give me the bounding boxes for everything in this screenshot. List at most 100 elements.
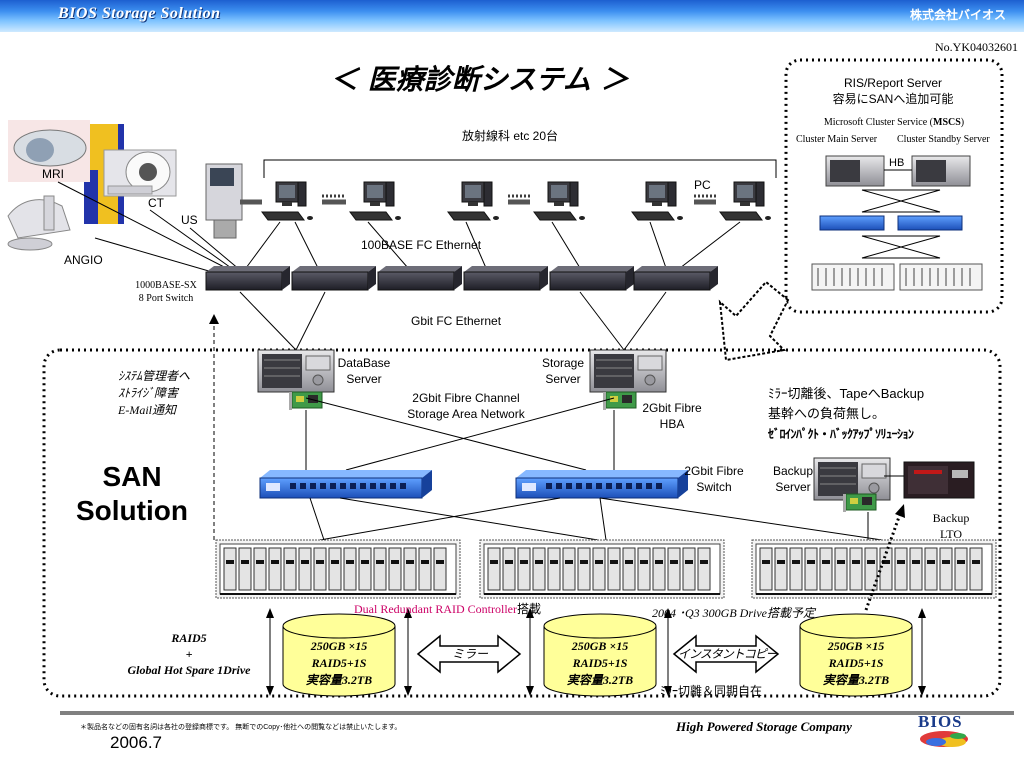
pc-label: PC bbox=[694, 178, 711, 192]
pc-group-bracket bbox=[263, 159, 777, 178]
raid-controller-suffix: 搭載 bbox=[516, 602, 541, 616]
storage-unit-2-line3: 実容量3.2TB bbox=[566, 673, 634, 687]
db-server-line2: Server bbox=[346, 372, 382, 386]
raid-controller-label: Dual Redundant RAID Controller搭載 bbox=[354, 600, 541, 617]
backup-lto-line2: LTO bbox=[939, 527, 962, 541]
raid-racks bbox=[215, 539, 997, 599]
ris-server-label: RIS/Report Server 容易にSANへ追加可能 bbox=[796, 75, 990, 107]
footer-year: 2006.7 bbox=[110, 733, 162, 752]
heartbeat-label: HB bbox=[889, 157, 905, 169]
hba-line2: HBA bbox=[659, 417, 685, 431]
admin-line2: ｽﾄﾗｲｼﾞ障害 bbox=[118, 386, 179, 400]
switch-spec-line1: 1000BASE-SX bbox=[135, 280, 197, 291]
mirror-double-arrow bbox=[416, 634, 522, 674]
ris-cluster-graphics bbox=[811, 155, 983, 291]
backup-dashed-arrow bbox=[864, 504, 905, 611]
mirror-sync-label: ﾐﾗｰ切離＆同期自在 bbox=[660, 684, 763, 698]
raid5-line1: RAID5 bbox=[171, 631, 207, 645]
storage-server-line2: Server bbox=[545, 372, 581, 386]
hba-label: 2Gbit Fibre HBA bbox=[632, 400, 712, 432]
document-number: No.YK04032601 bbox=[935, 40, 1018, 54]
san-title-line2: Solution bbox=[76, 495, 188, 526]
pc-group-label: 放射線科 etc 20台 bbox=[462, 129, 559, 143]
mirror-backup-note: ﾐﾗｰ切離後、TapeへBackup 基幹への負荷無し。 ｾﾞﾛｲﾝﾊﾟｸﾄ・ﾊ… bbox=[768, 384, 924, 444]
backup-server-line2: Server bbox=[775, 480, 811, 494]
bios-logo: BIOS bbox=[918, 712, 963, 731]
ct-label: CT bbox=[148, 196, 164, 210]
mirror-note-line2: 基幹への負荷無し。 bbox=[768, 406, 886, 421]
storage-unit-3-line1: 250GB ×15 bbox=[827, 639, 885, 653]
storage-server-line1: Storage bbox=[541, 356, 585, 370]
page-title: ＜ 医療診断システム ＞ bbox=[330, 63, 629, 96]
database-server-label: DataBase Server bbox=[330, 355, 398, 387]
storage-unit-3-label: 250GB ×15 RAID5+1S 実容量3.2TB bbox=[801, 638, 911, 689]
angio-label: ANGIO bbox=[64, 253, 103, 267]
cluster-standby-label: Cluster Standby Server bbox=[897, 134, 990, 145]
storage-unit-2-label: 250GB ×15 RAID5+1S 実容量3.2TB bbox=[545, 638, 655, 689]
mri-label: MRI bbox=[42, 167, 64, 181]
footer-trademark-note: ＊製品名などの固有名詞は各社の登録商標です。 無断でのCopy･他社への閲覧など… bbox=[80, 724, 402, 731]
db-server-line1: DataBase bbox=[337, 356, 391, 370]
storage-unit-3-line3: 実容量3.2TB bbox=[822, 673, 890, 687]
header-bar bbox=[0, 0, 1024, 32]
backup-server-graphic bbox=[813, 457, 891, 513]
raid5-label: RAID5 + Global Hot Spare 1Drive bbox=[104, 630, 274, 678]
fc-switch-line2: Switch bbox=[696, 480, 732, 494]
mscs-suffix: ) bbox=[960, 117, 965, 128]
mscs-label: Microsoft Cluster Service (MSCS) bbox=[794, 117, 994, 128]
fc-switch-line1: 2Gbit Fibre bbox=[684, 464, 744, 478]
san-solution-title: SAN Solution bbox=[70, 460, 194, 528]
san-title-line1: SAN bbox=[102, 461, 162, 492]
fc-switch-label: 2Gbit Fibre Switch bbox=[674, 463, 754, 495]
database-server-graphic bbox=[257, 349, 335, 411]
mirror-note-line1: ﾐﾗｰ切離後、TapeへBackup bbox=[768, 386, 925, 401]
header-company: 株式会社バイオス bbox=[909, 8, 1006, 22]
san-box-border bbox=[42, 348, 1002, 698]
backup-lto-line1: Backup bbox=[932, 511, 970, 525]
admin-line3: E-Mail通知 bbox=[118, 403, 176, 417]
ethernet-switches bbox=[205, 265, 719, 291]
mscs-bold: MSCS bbox=[933, 117, 961, 128]
switch-spec-line2: 8 Port Switch bbox=[138, 293, 194, 304]
backup-server-line1: Backup bbox=[772, 464, 814, 478]
storage-unit-2-line1: 250GB ×15 bbox=[571, 639, 629, 653]
admin-notify-arrow bbox=[209, 314, 219, 540]
mirror-arrow-label: ミラー bbox=[452, 647, 489, 661]
storage-unit-3-line2: RAID5+1S bbox=[828, 656, 884, 670]
fc-network-line1: 2Gbit Fibre Channel bbox=[412, 391, 520, 405]
admin-notify-label: ｼｽﾃﾑ管理者へ ｽﾄﾗｲｼﾞ障害 E-Mail通知 bbox=[118, 368, 190, 419]
storage-unit-1-line3: 実容量3.2TB bbox=[305, 673, 373, 687]
instant-copy-arrow-label: インスタントコピー bbox=[678, 647, 778, 661]
raid5-line3: Global Hot Spare 1Drive bbox=[127, 663, 251, 677]
storage-unit-1-line1: 250GB ×15 bbox=[310, 639, 368, 653]
fc-network-label: 2Gbit Fibre Channel Storage Area Network bbox=[388, 390, 544, 422]
drive-plan-label: 2004 ･Q3 300GB Drive搭載予定 bbox=[652, 606, 815, 620]
ris-line1: RIS/Report Server bbox=[843, 76, 943, 90]
pc-links bbox=[245, 221, 741, 269]
us-label: US bbox=[181, 213, 198, 227]
storage-unit-1-label: 250GB ×15 RAID5+1S 実容量3.2TB bbox=[284, 638, 394, 689]
cluster-main-label: Cluster Main Server bbox=[796, 134, 878, 145]
header-title: BIOS Storage Solution bbox=[58, 5, 221, 22]
capacity-arrows bbox=[266, 608, 926, 696]
gbit-ethernet-label: Gbit FC Ethernet bbox=[411, 314, 502, 328]
ethernet-label: 100BASE FC Ethernet bbox=[361, 238, 482, 252]
ris-to-san-arrow bbox=[718, 280, 790, 362]
storage-server-graphic bbox=[589, 349, 667, 411]
raid-controller-text: Dual Redundant RAID Controller bbox=[354, 602, 517, 616]
modality-images bbox=[7, 120, 243, 251]
fc-network-line2: Storage Area Network bbox=[407, 407, 525, 421]
raid5-line2: + bbox=[185, 647, 193, 661]
admin-line1: ｼｽﾃﾑ管理者へ bbox=[118, 369, 191, 383]
switch-spec-label: 1000BASE-SX 8 Port Switch bbox=[126, 279, 206, 305]
fc-cross-links bbox=[305, 397, 615, 471]
storage-links bbox=[309, 497, 883, 541]
storage-unit-2-line2: RAID5+1S bbox=[572, 656, 628, 670]
instant-copy-double-arrow bbox=[672, 634, 780, 674]
mscs-prefix: Microsoft Cluster Service ( bbox=[823, 117, 933, 128]
bios-logo-mark bbox=[920, 731, 968, 747]
storage-server-label: Storage Server bbox=[530, 355, 596, 387]
storage-cylinders bbox=[282, 613, 913, 697]
fc-switches bbox=[259, 469, 689, 499]
